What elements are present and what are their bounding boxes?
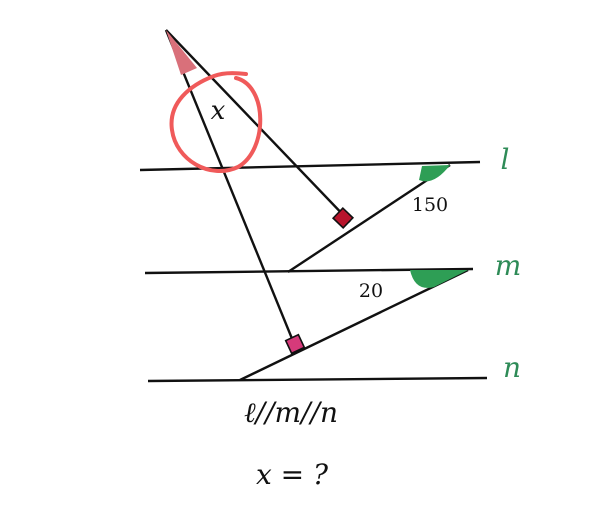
segment-m-to-l	[287, 163, 451, 274]
line-m	[144, 267, 474, 275]
ray-to-bottom-foot	[164, 29, 297, 347]
highlight-circle-icon	[169, 71, 263, 173]
ray-to-top-foot	[165, 29, 351, 223]
right-angle-marker-top	[331, 206, 355, 230]
unknown-angle-label: x	[211, 96, 226, 126]
angle-150-label: 150	[412, 194, 448, 216]
angle-20-label: 20	[359, 280, 383, 302]
segment-n-to-m	[239, 268, 469, 382]
right-angle-marker-bottom	[284, 333, 306, 355]
line-n-label: n	[503, 351, 521, 384]
line-l-label: l	[501, 143, 510, 176]
question-text: x = ?	[256, 458, 329, 491]
angle-150-wedge	[419, 165, 450, 182]
line-m-label: m	[495, 249, 522, 282]
angle-20-wedge	[410, 270, 468, 288]
line-l	[139, 160, 481, 172]
parallel-statement: ℓ//m//n	[244, 396, 338, 429]
line-n	[147, 376, 488, 383]
apex-angle-wedge	[166, 30, 197, 75]
